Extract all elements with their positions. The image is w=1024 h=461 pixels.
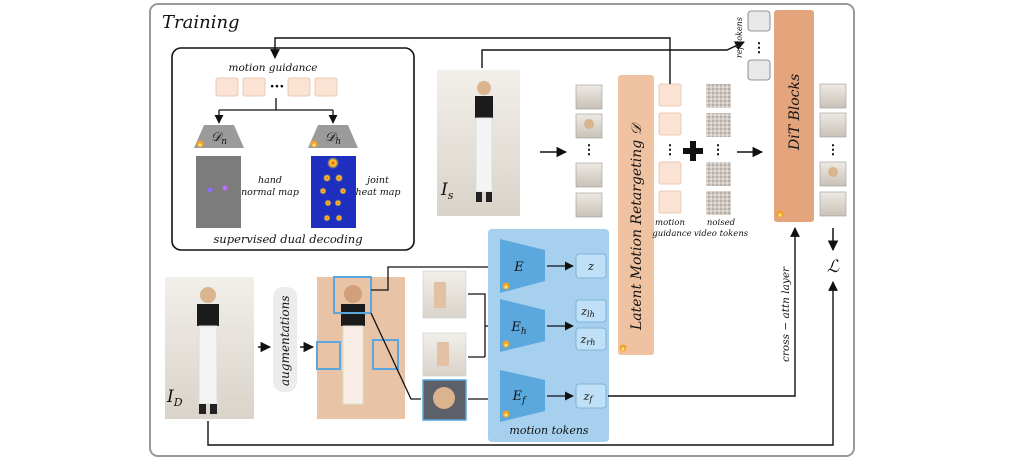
token-zrh-label: zrh — [580, 333, 596, 347]
latent-motion-retargeting-block — [618, 75, 654, 355]
flame-icon — [310, 140, 318, 148]
hand-normal-map — [196, 156, 241, 228]
guidance-token — [658, 190, 682, 214]
encoder-Ef-label: Ef — [512, 389, 528, 406]
hand-blob — [222, 185, 228, 191]
heat-blobs — [319, 157, 347, 222]
token-zrh — [575, 327, 607, 351]
decoder-n-shape — [194, 125, 244, 148]
retargeting-label: Latent Motion Retargeting 𝒟 — [629, 121, 645, 331]
motion-guidance-caption-2: guidance — [652, 229, 691, 239]
encoder-Ef — [500, 370, 545, 422]
augmentations-box — [273, 287, 297, 392]
image-patch — [819, 83, 847, 109]
image-patch — [575, 192, 603, 218]
hand-blob — [207, 187, 213, 193]
noised-token — [706, 84, 731, 108]
ellipsis: ⋮ — [712, 143, 725, 158]
flame-icon — [502, 340, 510, 348]
token-z-label: z — [587, 260, 594, 273]
dual-decoding-caption: supervised dual decoding — [213, 232, 362, 246]
right-hand-crop-box — [372, 339, 399, 370]
motion-guidance-label: motion guidance — [229, 62, 318, 74]
encoder-E-label: E — [513, 260, 524, 275]
motion-guidance-caption: motion — [655, 218, 685, 228]
noised-token-column: ⋮ — [706, 84, 731, 215]
augmentations-label: augmentations — [278, 295, 292, 386]
image-patch — [575, 84, 603, 110]
driving-image-label: ID — [166, 387, 183, 409]
noised-token — [706, 191, 731, 215]
arrow-guidance-split — [219, 98, 333, 111]
guidance-token — [287, 77, 311, 97]
guidance-token-row: ··· — [215, 77, 338, 97]
face-crop-to-thumb — [370, 312, 421, 400]
noised-token — [706, 113, 731, 137]
encoder-Eh-label: Eh — [510, 320, 526, 337]
ref-token-column: ⋮ — [747, 10, 771, 81]
left-hand-crop-box — [316, 341, 341, 370]
heat-map-caption: joint — [365, 175, 389, 186]
arrow-driving-to-loss — [207, 281, 838, 446]
ellipsis: ⋮ — [827, 143, 840, 158]
token-zlh — [575, 299, 607, 323]
noised-token — [706, 162, 731, 186]
arrow-guidance-feedback — [270, 37, 671, 84]
token-zlh-label: zlh — [580, 305, 595, 319]
encoder-E — [500, 239, 545, 293]
source-person-figure — [475, 81, 493, 202]
hand-map-caption: hand — [258, 175, 282, 186]
guidance-token — [658, 161, 682, 185]
flame-icon — [619, 344, 627, 352]
image-patch — [819, 191, 847, 217]
output-patch-column: ⋮ — [819, 83, 847, 217]
noised-tokens-caption-2: video tokens — [694, 229, 749, 239]
ellipsis: ⋮ — [753, 41, 766, 56]
loss-label: ℒ — [827, 257, 840, 277]
decoder-n-label: 𝒟n — [211, 130, 227, 147]
encoder-Eh — [500, 299, 545, 352]
plus-icon — [683, 141, 703, 161]
flame-icon — [502, 282, 510, 290]
flame-icon — [502, 410, 510, 418]
ellipsis: ··· — [270, 79, 285, 95]
image-patch — [575, 162, 603, 188]
token-zf — [575, 383, 607, 409]
guidance-token — [314, 77, 338, 97]
noised-tokens-caption: noised — [707, 218, 736, 228]
face-crop-box — [333, 276, 372, 314]
panel-title: Training — [162, 12, 240, 33]
ref-tokens-label: ref tokens — [735, 17, 744, 58]
cross-attn-label: cross − attn layer — [780, 266, 792, 362]
ref-token — [747, 59, 771, 81]
guidance-token — [215, 77, 239, 97]
heat-map-caption-2: heat map — [356, 187, 401, 198]
dit-label: DiT Blocks — [787, 74, 803, 151]
flame-icon — [776, 210, 784, 218]
ellipsis: ⋮ — [664, 143, 677, 158]
token-z — [575, 253, 607, 279]
augmented-person-figure — [341, 285, 365, 405]
token-zf-label: zf — [583, 390, 595, 404]
flame-icon — [196, 140, 204, 148]
source-patch-column: ⋮ — [575, 84, 603, 218]
decoder-h-shape — [308, 125, 358, 148]
source-image-label: Is — [440, 180, 454, 202]
face-crop-to-E — [371, 262, 498, 291]
dit-blocks — [774, 10, 814, 222]
arrow-zf-to-cross-attn — [608, 227, 800, 397]
guidance-token — [242, 77, 266, 97]
image-patch — [819, 112, 847, 138]
ellipsis: ⋮ — [583, 143, 596, 158]
hand-map-caption-2: normal map — [241, 187, 299, 198]
motion-guidance-column: ⋮ — [658, 83, 682, 214]
ref-token — [747, 10, 771, 32]
decoder-h-label: 𝒟h — [325, 130, 341, 147]
driving-person-figure — [197, 287, 219, 414]
arrow-source-to-ref — [481, 41, 745, 68]
motion-tokens-label: motion tokens — [509, 424, 588, 437]
guidance-token — [658, 83, 682, 107]
guidance-token — [658, 112, 682, 136]
